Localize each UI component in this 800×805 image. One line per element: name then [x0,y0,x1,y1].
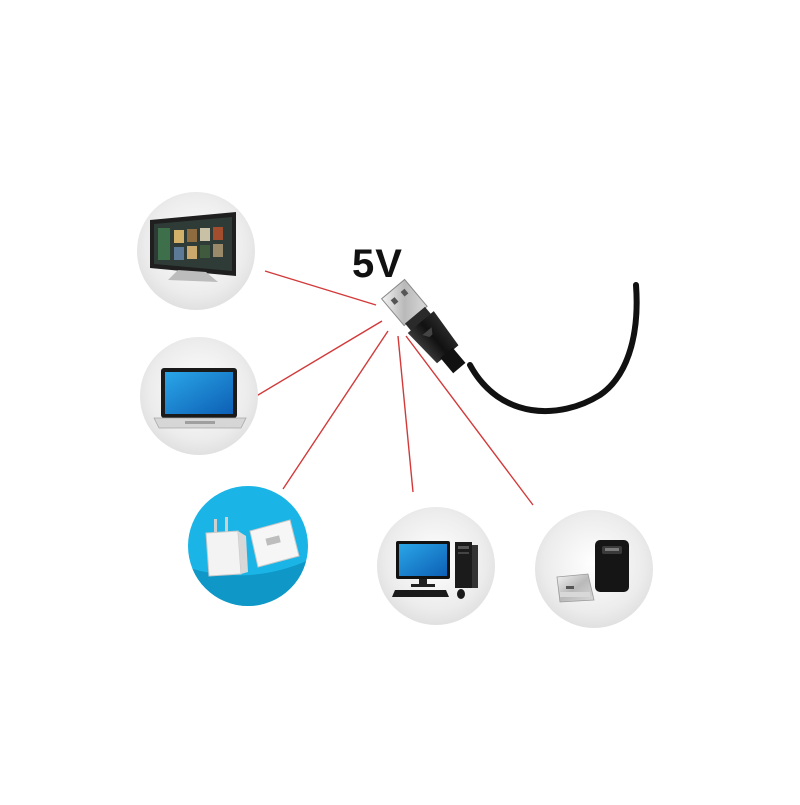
usb-cable [380,278,640,415]
usb-plug-icon [380,278,466,374]
wall-charger-icon [205,517,300,577]
device-power-bank [535,510,653,628]
line-to-desktop [397,335,414,493]
connection-lines [242,270,534,506]
line-to-tv [264,270,377,306]
device-laptop [140,337,258,455]
device-usb-wall-charger [188,486,308,606]
voltage-label: 5V [352,242,403,286]
laptop-icon [153,368,247,429]
tv-icon [150,212,236,282]
line-to-laptop [242,320,383,405]
device-smart-tv [137,192,255,310]
desktop-computer-icon [392,541,478,599]
power-bank-icon [556,540,629,603]
device-desktop-computer [377,507,495,625]
line-to-power-bank [405,335,534,506]
line-to-charger [282,330,389,490]
